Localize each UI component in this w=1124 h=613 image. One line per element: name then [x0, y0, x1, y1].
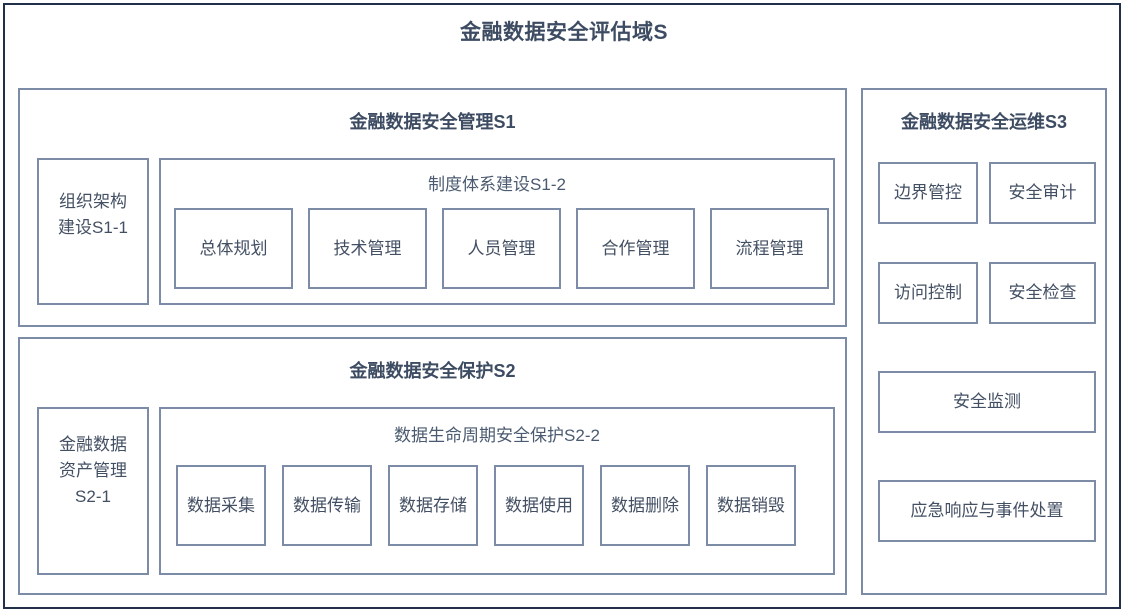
box-s1-2-technology-management[interactable]: 技术管理	[308, 208, 427, 289]
box-s2-2-data-usage[interactable]: 数据使用	[494, 465, 584, 546]
box-s1-2-cooperation-management[interactable]: 合作管理	[576, 208, 695, 289]
section-s3-panel: 金融数据安全运维S3 边界管控 安全审计 访问控制 安全检查 安全监测 应急响应…	[861, 88, 1107, 595]
box-s2-2-data-destruction[interactable]: 数据销毁	[706, 465, 796, 546]
box-s2-1-financial-data-asset-management[interactable]: 金融数据 资产管理 S2-1	[37, 407, 149, 575]
box-s3-emergency-response[interactable]: 应急响应与事件处置	[878, 480, 1096, 542]
box-s3-access-control[interactable]: 访问控制	[878, 262, 978, 324]
outer-frame: 金融数据安全评估域S 金融数据安全管理S1 组织架构 建设S1-1 制度体系建设…	[3, 3, 1121, 609]
section-s1-panel: 金融数据安全管理S1 组织架构 建设S1-1 制度体系建设S1-2 总体规划 技…	[18, 88, 847, 327]
box-s1-1-organization-structure[interactable]: 组织架构 建设S1-1	[37, 158, 149, 305]
section-s2-panel: 金融数据安全保护S2 金融数据 资产管理 S2-1 数据生命周期安全保护S2-2…	[18, 337, 847, 595]
box-s2-2-data-deletion[interactable]: 数据删除	[600, 465, 690, 546]
group-s2-2-panel: 数据生命周期安全保护S2-2 数据采集 数据传输 数据存储 数据使用 数据删除 …	[159, 407, 835, 575]
group-s1-2-title: 制度体系建设S1-2	[428, 175, 566, 194]
section-s3-title: 金融数据安全运维S3	[900, 112, 1068, 132]
box-s2-2-data-collection[interactable]: 数据采集	[176, 465, 266, 546]
box-s3-security-inspection[interactable]: 安全检查	[989, 262, 1096, 324]
box-s2-2-data-storage[interactable]: 数据存储	[388, 465, 478, 546]
section-s2-title: 金融数据安全保护S2	[349, 361, 516, 381]
box-s3-security-audit[interactable]: 安全审计	[989, 162, 1096, 224]
group-s2-2-title: 数据生命周期安全保护S2-2	[394, 426, 600, 445]
box-s1-2-personnel-management[interactable]: 人员管理	[442, 208, 561, 289]
section-s1-title: 金融数据安全管理S1	[349, 112, 516, 132]
box-s1-2-overall-planning[interactable]: 总体规划	[174, 208, 293, 289]
page-title: 金融数据安全评估域S	[459, 21, 668, 44]
box-s1-2-process-management[interactable]: 流程管理	[710, 208, 829, 289]
box-s2-2-data-transmission[interactable]: 数据传输	[282, 465, 372, 546]
group-s1-2-panel: 制度体系建设S1-2 总体规划 技术管理 人员管理 合作管理 流程管理	[159, 158, 835, 305]
box-s3-boundary-control[interactable]: 边界管控	[878, 162, 978, 224]
box-s3-security-monitoring[interactable]: 安全监测	[878, 371, 1096, 433]
